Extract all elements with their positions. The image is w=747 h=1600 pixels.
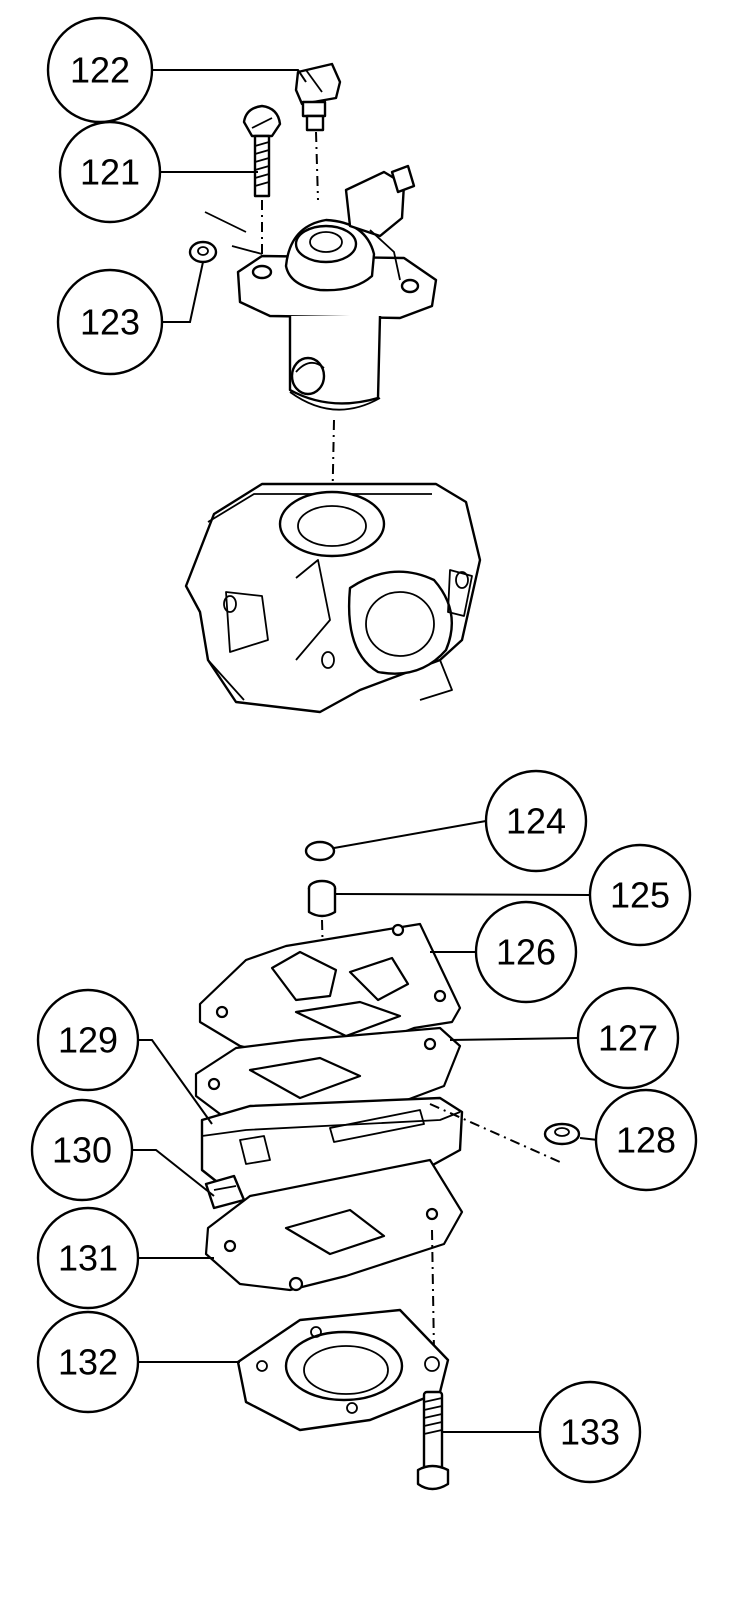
leader-129 [138,1039,213,1125]
callout-label: 122 [70,50,130,91]
cover-screw-part [416,1390,450,1491]
lower-gasket-part [204,1158,464,1353]
carburetor-body-part [184,482,482,714]
diaphragm-cover-part [236,1308,450,1432]
callout-132: 132 [36,1310,140,1414]
plug-part [543,1122,581,1146]
mounting-screw-part [242,104,282,262]
upper-gasket-part [198,922,462,1060]
callout-125: 125 [588,843,692,947]
callout-label: 125 [610,875,670,916]
leader-130 [132,1149,215,1197]
callout-122: 122 [46,16,154,124]
callout-123: 123 [56,268,164,376]
callout-label: 121 [80,152,140,193]
throttle-body-part [236,164,438,521]
fitting-part [204,1174,246,1210]
callout-label: 124 [506,801,566,842]
callout-131: 131 [36,1206,140,1310]
leader-124 [333,820,487,849]
callout-label: 127 [598,1018,658,1059]
callout-label: 129 [58,1020,118,1061]
callout-label: 131 [58,1238,118,1279]
leader-122 [152,69,307,83]
callout-133: 133 [538,1380,642,1484]
callout-label: 132 [58,1342,118,1383]
callout-129: 129 [36,988,140,1092]
callout-128: 128 [594,1088,698,1192]
o-ring-part [304,840,336,862]
callout-126: 126 [474,900,578,1004]
leader-125 [335,893,591,896]
callout-label: 126 [496,932,556,973]
washer-part [188,240,218,264]
callout-label: 133 [560,1412,620,1453]
callout-130: 130 [30,1098,134,1202]
leader-127 [449,1037,579,1041]
callout-124: 124 [484,769,588,873]
leader-123 [162,261,204,323]
callout-label: 123 [80,302,140,343]
callout-121: 121 [58,120,162,224]
callout-label: 128 [616,1120,676,1161]
pilot-screw-part [294,62,342,201]
callout-label: 130 [52,1130,112,1171]
callout-127: 127 [576,986,680,1090]
